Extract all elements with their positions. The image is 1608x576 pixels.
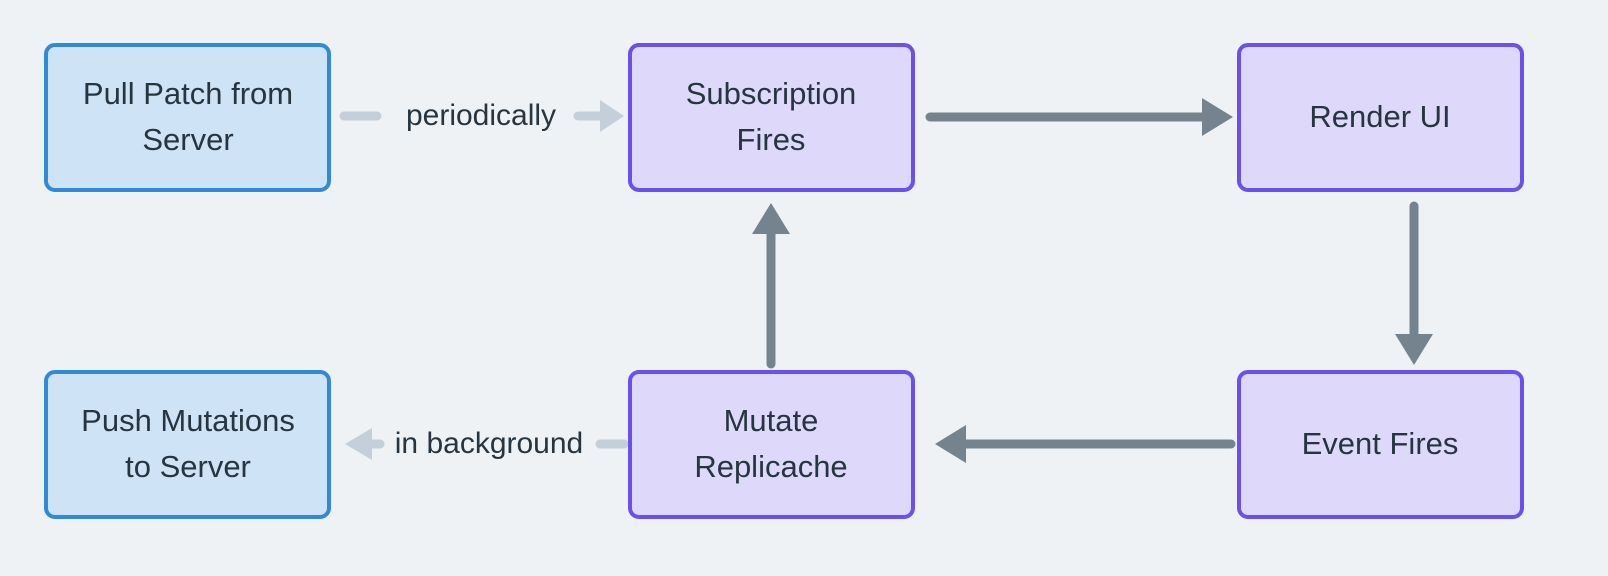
node-pull-patch-from-server[interactable]: Pull Patch from Server xyxy=(44,43,331,192)
edge-event-fires-to-mutate xyxy=(935,425,1236,463)
node-push-mutations-to-server[interactable]: Push Mutations to Server xyxy=(44,370,331,519)
edge-pull-patch-to-subscription: periodically xyxy=(339,99,624,132)
edge-label-in-background: in background xyxy=(395,427,583,460)
node-label-line2: Fires xyxy=(737,122,806,157)
edge-mutate-to-subscription xyxy=(752,203,790,369)
node-box[interactable] xyxy=(628,370,915,519)
node-event-fires[interactable]: Event Fires xyxy=(1237,370,1524,519)
node-box[interactable] xyxy=(1237,43,1524,192)
node-label-line1: Mutate xyxy=(724,403,819,438)
node-label-line2: to Server xyxy=(125,449,251,484)
node-label-line1: Pull Patch from xyxy=(83,76,293,111)
node-box[interactable] xyxy=(1237,370,1524,519)
arrowhead-icon xyxy=(345,428,372,460)
arrowhead-icon xyxy=(600,100,624,132)
node-box[interactable] xyxy=(44,370,331,519)
arrowhead-icon xyxy=(935,425,966,463)
node-label-line1: Push Mutations xyxy=(81,403,295,438)
edge-subscription-to-render-ui xyxy=(925,98,1233,136)
node-label-line2: Server xyxy=(142,122,233,157)
node-label-line1: Subscription xyxy=(686,76,857,111)
node-box[interactable] xyxy=(44,43,331,192)
edge-mutate-to-push-mutations: in background xyxy=(345,427,629,460)
node-render-ui[interactable]: Render UI xyxy=(1237,43,1524,192)
arrowhead-icon xyxy=(1395,334,1433,365)
node-label-line1: Event Fires xyxy=(1302,426,1459,461)
arrowhead-icon xyxy=(752,203,790,234)
node-label-line2: Replicache xyxy=(694,449,847,484)
node-box[interactable] xyxy=(628,43,915,192)
node-mutate-replicache[interactable]: Mutate Replicache xyxy=(628,370,915,519)
node-subscription-fires[interactable]: Subscription Fires xyxy=(628,43,915,192)
node-label-line1: Render UI xyxy=(1309,99,1450,134)
arrowhead-icon xyxy=(1202,98,1233,136)
edge-render-ui-to-event-fires xyxy=(1395,201,1433,365)
edge-label-periodically: periodically xyxy=(406,99,556,132)
